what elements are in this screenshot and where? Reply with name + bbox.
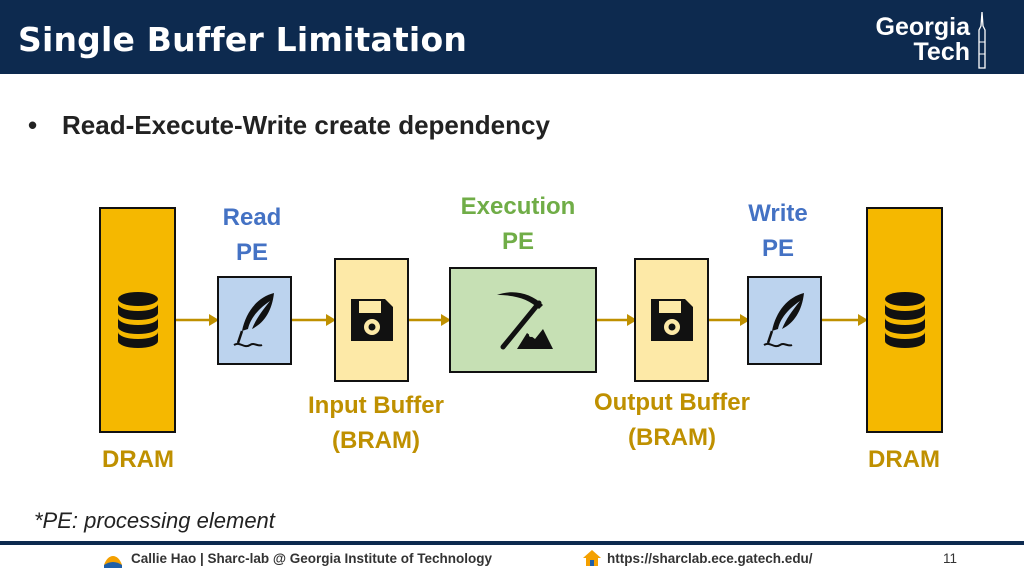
output-buffer-label: Output Buffer (BRAM) xyxy=(572,385,772,455)
arrow-output-to-write xyxy=(708,314,750,326)
arrow-dram-to-read xyxy=(175,314,219,326)
bullet-item: • Read-Execute-Write create dependency xyxy=(28,110,550,141)
output-buffer-label-line2: (BRAM) xyxy=(628,424,716,451)
database-icon xyxy=(884,292,925,348)
logo-line-1: Georgia xyxy=(875,13,970,41)
write-pe-label: Write PE xyxy=(728,196,828,266)
footnote: *PE: processing element xyxy=(34,508,275,533)
title-bar: Single Buffer Limitation Georgia Tech xyxy=(0,0,1024,74)
dram-left-block xyxy=(99,207,176,433)
pickaxe-icon xyxy=(497,292,553,350)
input-buffer-block xyxy=(334,258,409,382)
dram-right-label: DRAM xyxy=(868,446,940,473)
read-pe-label-line1: Read xyxy=(222,204,282,231)
write-pe-label-line2: PE xyxy=(761,235,794,262)
bullet-dot: • xyxy=(28,110,38,140)
logo-line-2: Tech xyxy=(913,38,971,66)
footer-divider xyxy=(0,541,1024,545)
execution-pe-block xyxy=(449,267,597,373)
read-pe-label: Read PE xyxy=(202,200,302,270)
bullet-text: Read-Execute-Write create dependency xyxy=(62,110,550,140)
quill-icon xyxy=(762,292,804,347)
georgia-tech-logo: Georgia Tech xyxy=(840,12,990,69)
write-pe-block xyxy=(747,276,822,365)
footer-affiliation: Callie Hao | Sharc-lab @ Georgia Institu… xyxy=(131,551,492,566)
output-buffer-label-line1: Output Buffer xyxy=(594,389,750,416)
dram-left-label: DRAM xyxy=(102,446,174,473)
output-buffer-block xyxy=(634,258,709,382)
input-buffer-label: Input Buffer (BRAM) xyxy=(286,388,466,458)
execution-pe-label-line2: PE xyxy=(501,228,534,255)
input-buffer-label-line2: (BRAM) xyxy=(332,427,420,454)
write-pe-label-line1: Write xyxy=(748,200,808,227)
arrow-read-to-input xyxy=(292,314,336,326)
arrow-write-to-dram xyxy=(822,314,868,326)
database-icon xyxy=(117,292,158,348)
execution-pe-label: Execution PE xyxy=(438,189,598,259)
footer-url-link[interactable]: https://sharclab.ece.gatech.edu/ xyxy=(607,551,813,566)
sharc-lab-logo-icon xyxy=(104,556,122,568)
dram-right-block xyxy=(866,207,943,433)
arrow-exec-to-output xyxy=(595,314,637,326)
tower-icon xyxy=(978,12,986,69)
input-buffer-label-line1: Input Buffer xyxy=(308,392,444,419)
read-pe-block xyxy=(217,276,292,365)
read-pe-label-line2: PE xyxy=(235,239,268,266)
floppy-disk-icon xyxy=(350,299,393,341)
arrow-input-to-exec xyxy=(409,314,451,326)
home-icon xyxy=(583,550,601,566)
slide-title: Single Buffer Limitation xyxy=(18,20,468,59)
page-number: 11 xyxy=(943,551,958,566)
quill-icon xyxy=(232,292,274,347)
execution-pe-label-line1: Execution xyxy=(460,193,576,220)
floppy-disk-icon xyxy=(650,299,693,341)
